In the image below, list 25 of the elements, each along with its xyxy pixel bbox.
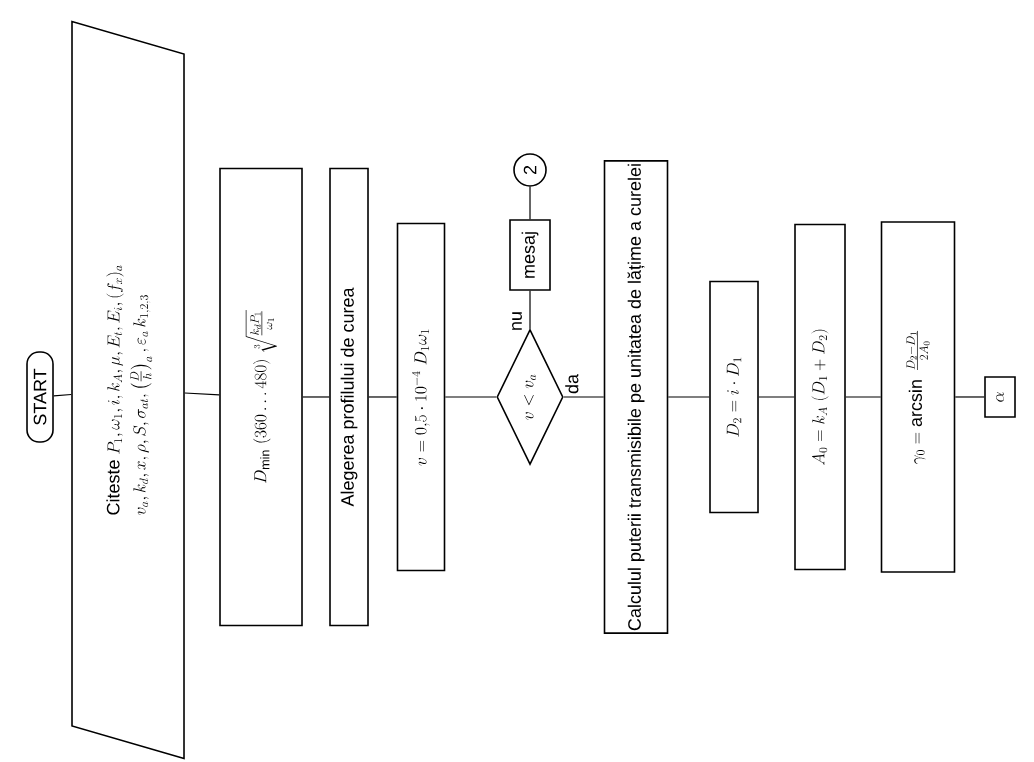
connector-line [667, 396, 710, 398]
process-box: $D_{\min}\ (360\ldots480)\ \sqrt[3]{\frac{k_d P_1}{\omega_1}}$ [219, 167, 303, 627]
process-box: Calculul puterii transmisibile pe unitatea de lățime a curelei [603, 160, 669, 634]
input-parallelogram: $\begin{array}{l}\mathrm{Citeste}\ P_1,\omega_1, i, k_A, \mu, E_t, E_i, (f_x)_a\\[4pt] v_a, k_d, x, \rho, S, \sigma_{at}, \left(\frac{D}{h}\right)_a, \varepsilon_a\, k_{1,2,3}\end{array}$ [71, 20, 185, 760]
connector-line [302, 396, 330, 398]
connector-line [758, 396, 795, 398]
connector-box: $\alpha$ [984, 376, 1016, 418]
connector-line [368, 396, 398, 398]
process-box: $D_2 = i\cdot D_1$ [709, 280, 759, 514]
start-terminal: START [26, 351, 54, 443]
connector-line [53, 393, 72, 397]
connector-line [845, 396, 882, 398]
edge-label: da [565, 374, 579, 394]
connector-line [444, 396, 497, 398]
process-box: $\gamma_0 = \arcsin\ \frac{D_2-D_1}{2A_0}$ [880, 221, 956, 573]
connector-line [954, 396, 985, 398]
connector-line [529, 290, 531, 330]
process-box: Alegerea profilului de curea [329, 167, 369, 627]
output-box: mesaj [509, 219, 551, 291]
process-box: $A_0 = k_A\ (D_1 + D_2)$ [794, 223, 846, 571]
connector-line [184, 392, 220, 396]
process-box: $v = 0{,}5\cdot 10^{-4}\ D_1\omega_1$ [396, 222, 446, 572]
edge-label: nu [512, 312, 522, 330]
connector-line [563, 396, 605, 398]
connector-line [529, 186, 531, 220]
